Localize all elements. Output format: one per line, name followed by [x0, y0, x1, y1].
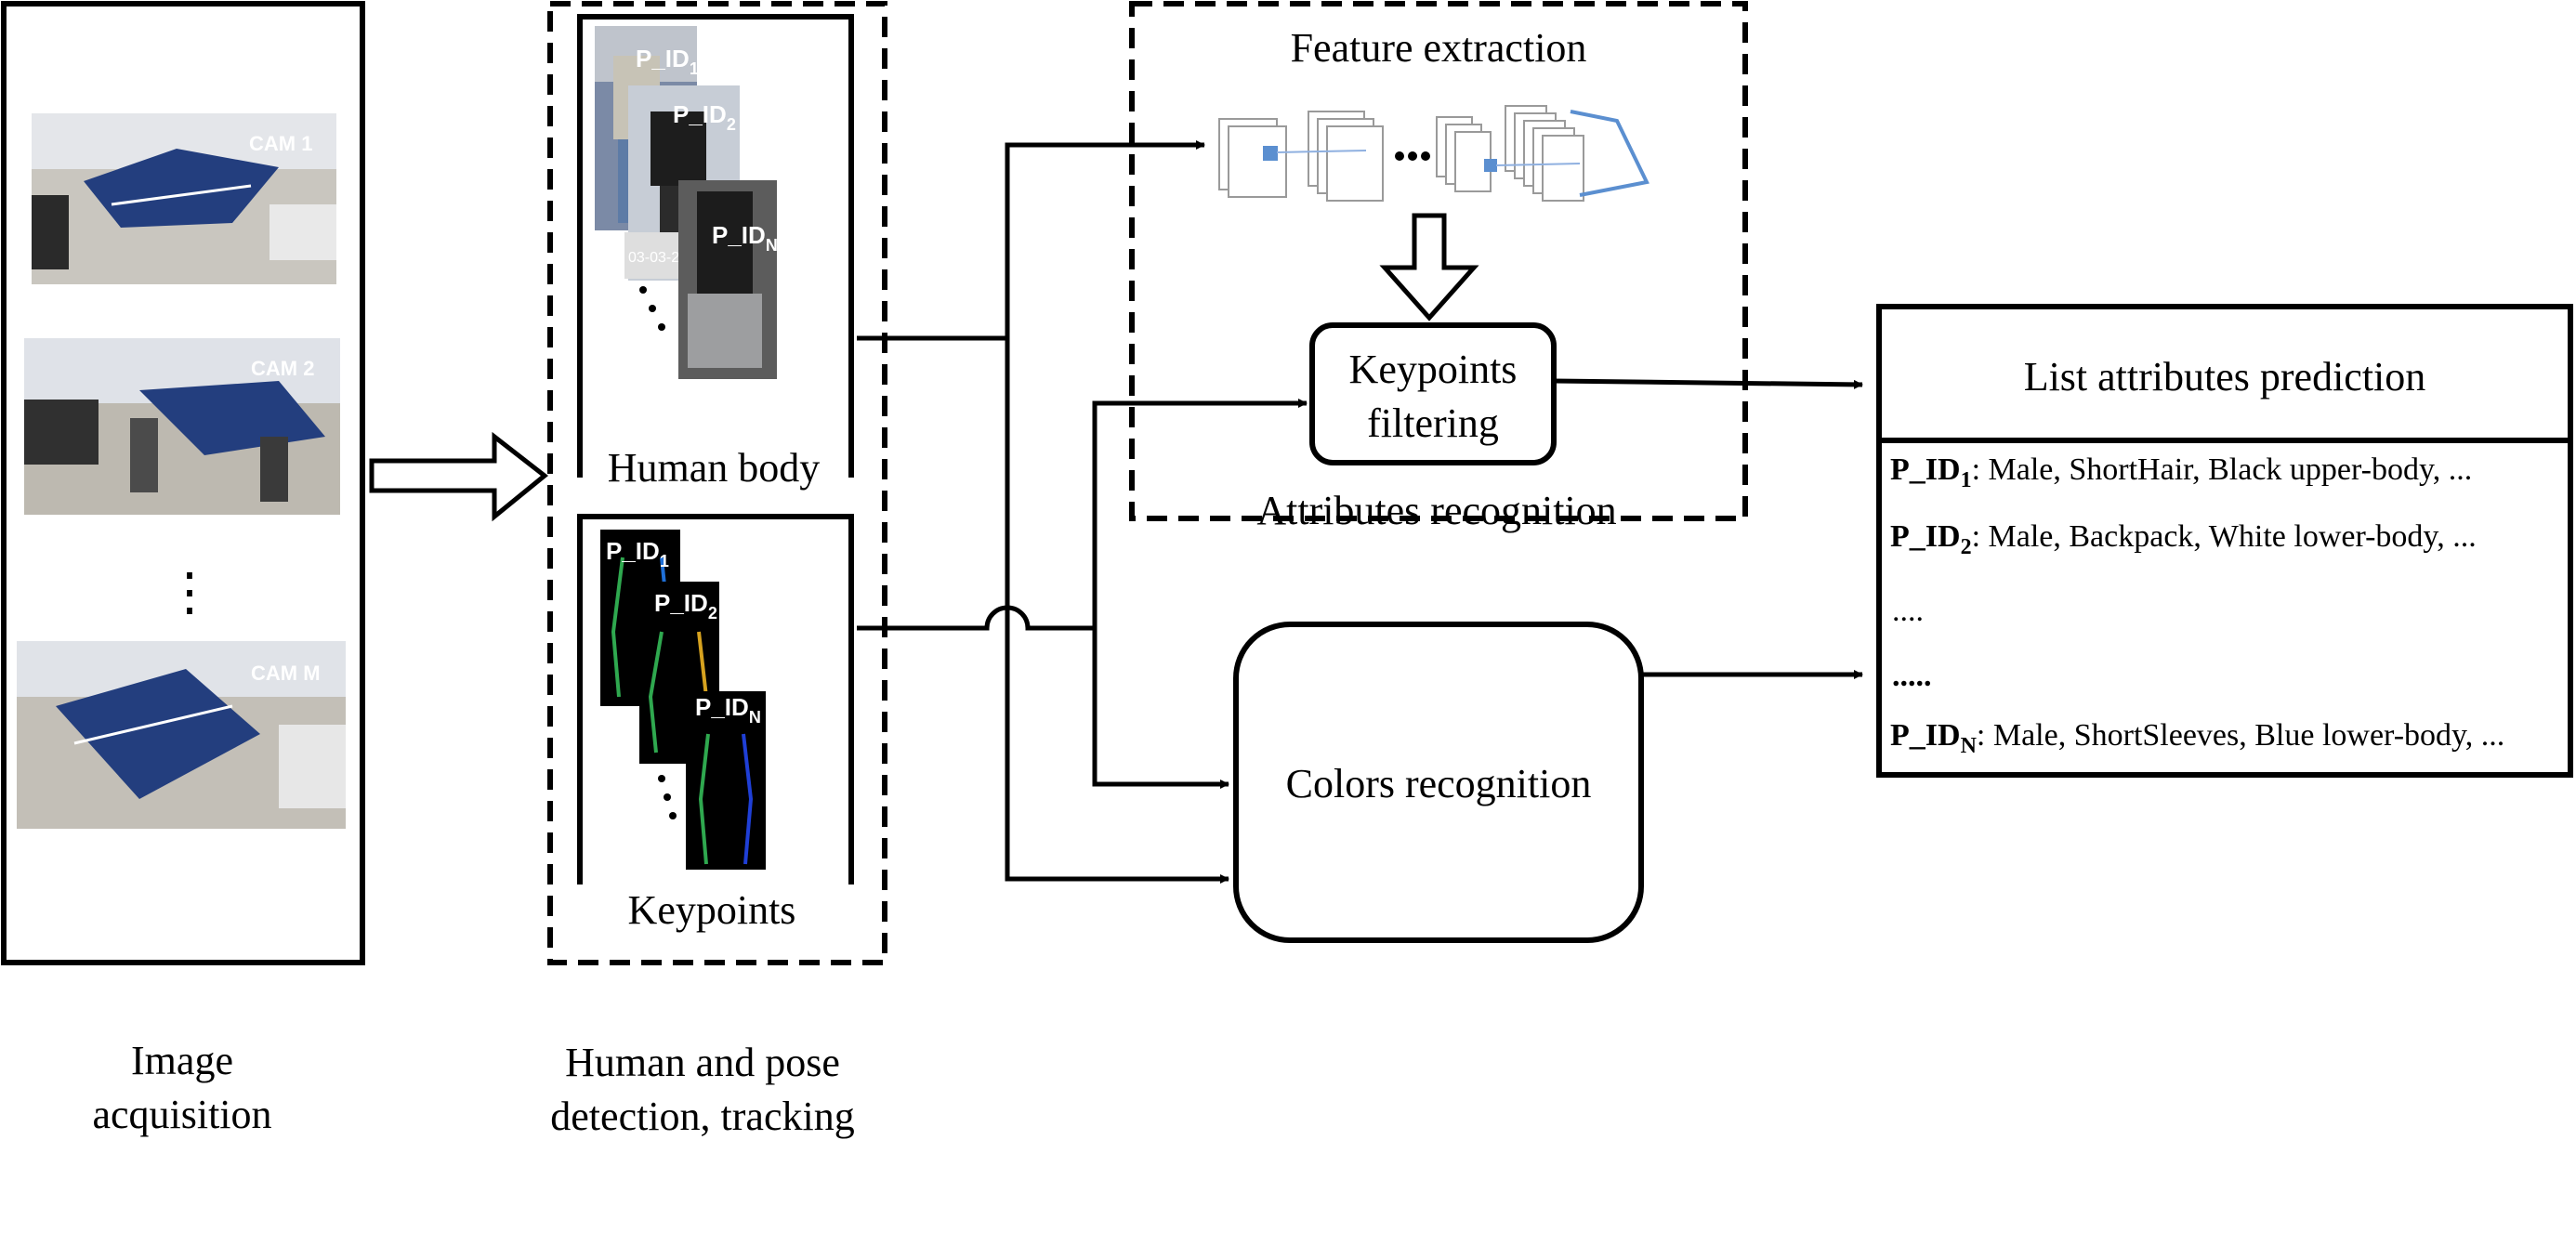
connector-human-body-colors [1005, 338, 1229, 884]
colors-recognition-label: Colors recognition [1286, 761, 1592, 806]
detection-panel [547, 1, 887, 965]
list-attributes-panel [1876, 304, 2573, 778]
crop-id-1: P_ID1 [636, 45, 699, 78]
camera-label-1: CAM 1 [249, 132, 312, 155]
attributes-panel [1129, 1, 1748, 521]
crop-timestamp: 03-03-2 [628, 250, 679, 266]
stage-acquisition-line2: acquisition [92, 1092, 271, 1137]
stage-detection-line1: Human and pose [565, 1040, 840, 1085]
camera-label-2: CAM 2 [251, 357, 314, 380]
keypoints-title: Keypoints [628, 887, 796, 933]
attributes-recognition-title: Attributes recognition [1256, 488, 1616, 533]
cnn-icon [1218, 105, 1649, 202]
list-row-1: P_ID1: Male, ShortHair, Black upper-body… [1890, 452, 2472, 492]
camera-ellipsis: ⋮ [164, 564, 216, 622]
keypoints-bracket [577, 514, 854, 885]
list-attributes-title: List attributes prediction [2024, 354, 2426, 400]
crop-id-n: P_IDN [712, 221, 778, 255]
pose-ellipsis [658, 775, 677, 819]
crop-ellipsis [639, 286, 665, 331]
person-crop-n: P_IDN [678, 180, 778, 379]
pose-id-1: P_ID1 [606, 537, 669, 570]
list-row-dots-1: .... [1892, 594, 1924, 628]
keypoints-filtering-box [1309, 322, 1557, 465]
connector-keypoints [857, 605, 1095, 631]
list-row-dots-2: ..... [1892, 659, 1932, 693]
colors-recognition-box [1233, 622, 1644, 943]
hollow-arrow-acquisition [369, 431, 549, 522]
camera-label-m: CAM M [251, 662, 321, 685]
crop-id-2: P_ID2 [673, 100, 736, 134]
pose-id-n: P_IDN [695, 693, 761, 727]
pose-id-2: P_ID2 [654, 589, 717, 622]
connector-filtering-to-list [1553, 378, 1863, 389]
stage-detection-line2: detection, tracking [550, 1094, 854, 1139]
camera-frame-m: CAM M [17, 641, 346, 829]
human-body-title: Human body [608, 445, 821, 491]
stage-acquisition-line1: Image [131, 1038, 233, 1083]
keypoints-filtering-line1: Keypoints [1349, 347, 1518, 392]
connector-keypoints-filtering [1092, 399, 1308, 628]
camera-frame-1: CAM 1 [32, 113, 336, 284]
connector-human-body [857, 140, 1205, 341]
acquisition-panel [1, 1, 365, 965]
list-row-2: P_ID2: Male, Backpack, White lower-body,… [1890, 519, 2477, 559]
feature-extraction-label: Feature extraction [1291, 25, 1587, 71]
pose-crop-n: P_IDN [686, 691, 766, 870]
hollow-arrow-down [1379, 213, 1479, 321]
list-row-n: P_IDN: Male, ShortSleeves, Blue lower-bo… [1890, 718, 2504, 758]
human-body-bracket [577, 14, 854, 478]
keypoints-filtering-line2: filtering [1367, 400, 1499, 446]
camera-frame-2: CAM 2 [24, 338, 340, 515]
connector-keypoints-colors [1092, 628, 1229, 789]
